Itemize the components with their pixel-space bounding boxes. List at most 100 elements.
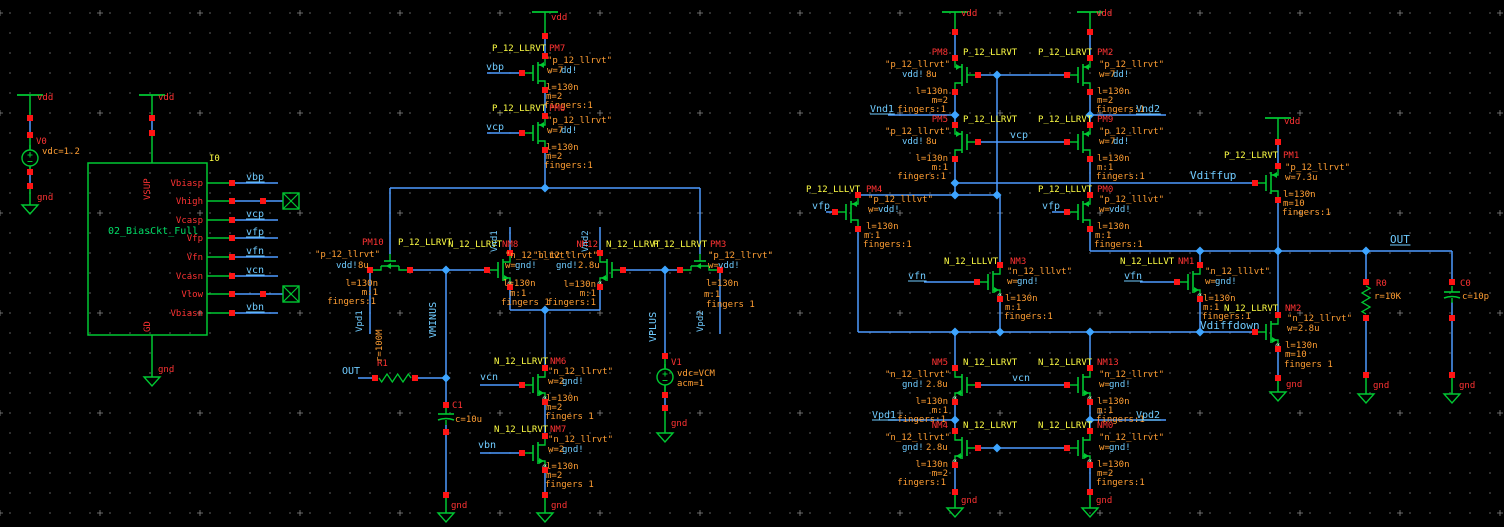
label-vcn[interactable]: vcn: [1012, 373, 1030, 384]
transistor-NM3[interactable]: ø: [974, 262, 1003, 302]
transistor-PM2[interactable]: [1064, 55, 1093, 95]
label-vbiasn[interactable]: Vbiasn: [170, 309, 203, 319]
junction-dot[interactable]: [950, 110, 960, 120]
transistor-NM6[interactable]: ø: [519, 365, 548, 405]
label-n-12-llrvt[interactable]: N_12_LLRVT: [963, 358, 1018, 368]
pin[interactable]: [149, 115, 155, 121]
label-vfp[interactable]: vfp: [246, 227, 264, 238]
transistor-NM8[interactable]: ø: [484, 250, 513, 290]
transistor-NM5[interactable]: ø: [952, 365, 981, 405]
label-vplus[interactable]: VPLUS: [648, 312, 659, 342]
label-r0[interactable]: R0: [1376, 279, 1387, 289]
label-vdd[interactable]: vdd!: [902, 137, 924, 147]
label-out[interactable]: OUT: [342, 366, 360, 377]
label-pm4[interactable]: PM4: [866, 185, 882, 195]
pin[interactable]: [412, 375, 418, 381]
pin[interactable]: [443, 402, 449, 408]
label-gnd[interactable]: gnd: [961, 496, 977, 506]
label-gnd[interactable]: gnd: [1373, 381, 1389, 391]
label-gd[interactable]: GD: [143, 321, 153, 332]
pin[interactable]: [542, 33, 548, 39]
label-gnd[interactable]: gnd!: [1109, 380, 1131, 390]
capacitor-C0[interactable]: [1443, 286, 1461, 303]
pin[interactable]: [662, 405, 668, 411]
label-vfp[interactable]: vfp: [812, 201, 830, 212]
label-vdd[interactable]: vdd!: [1109, 205, 1131, 215]
label-i0[interactable]: I0: [209, 154, 220, 164]
label-vdd[interactable]: vdd!: [336, 261, 358, 271]
label-vcp[interactable]: vcp: [486, 122, 504, 133]
junction-dot[interactable]: [1195, 327, 1205, 337]
label-pm9[interactable]: PM9: [1097, 115, 1113, 125]
label-pm3[interactable]: PM3: [710, 240, 726, 250]
junction-dot[interactable]: [992, 190, 1002, 200]
label-dd[interactable]: dd!: [561, 126, 577, 136]
pin[interactable]: [1275, 375, 1281, 381]
pin[interactable]: [1363, 315, 1369, 321]
junction-dot[interactable]: [950, 178, 960, 188]
bias-block-symbol[interactable]: [87, 162, 208, 336]
label-gnd[interactable]: gnd: [158, 365, 174, 375]
label-nm3[interactable]: NM3: [1010, 257, 1026, 267]
label-vpd1[interactable]: Vpd1: [872, 410, 896, 421]
junction-dot[interactable]: [1361, 246, 1371, 256]
label-n-12-llrvt[interactable]: N_12_LLRVT: [963, 421, 1018, 431]
label-vcasn[interactable]: Vcasn: [176, 272, 203, 282]
pin[interactable]: [260, 198, 266, 204]
junction-dot[interactable]: [1273, 246, 1283, 256]
label-gnd[interactable]: gnd: [1096, 496, 1112, 506]
label-vnd2[interactable]: Vnd2: [1136, 104, 1160, 115]
label-vsup[interactable]: VSUP: [143, 178, 153, 200]
pin[interactable]: [229, 180, 235, 186]
label-gnd[interactable]: gnd!: [562, 377, 584, 387]
label-gnd[interactable]: gnd!: [1109, 443, 1131, 453]
label-vfp[interactable]: Vfp: [187, 234, 203, 244]
junction-dot[interactable]: [660, 265, 670, 275]
transistor-PM8[interactable]: [952, 55, 981, 95]
transistor-NM4[interactable]: ø: [952, 428, 981, 468]
label-vdd[interactable]: vdd: [37, 93, 53, 103]
label-nm12[interactable]: NM12: [576, 240, 598, 250]
label-vcn[interactable]: vcn: [246, 265, 264, 276]
label-vbp[interactable]: vbp: [246, 172, 264, 183]
label-p-12-llrvt[interactable]: P_12_LLRVT: [653, 240, 708, 250]
label-n-12-llrvt[interactable]: N_12_LLRVT: [494, 357, 549, 367]
junction-dot[interactable]: [441, 373, 451, 383]
junction-dot[interactable]: [995, 327, 1005, 337]
label-gnd[interactable]: gnd!: [562, 445, 584, 455]
transistor-PM10[interactable]: [367, 254, 413, 273]
pin[interactable]: [229, 254, 235, 260]
junction-dot[interactable]: [950, 415, 960, 425]
label-nm5[interactable]: NM5: [932, 358, 948, 368]
transistor-PM4[interactable]: [832, 192, 861, 232]
label-pm5[interactable]: PM5: [932, 115, 948, 125]
label-pm7[interactable]: PM7: [549, 44, 565, 54]
transistor-NM1[interactable]: ø: [1174, 262, 1203, 302]
pin[interactable]: [1087, 489, 1093, 495]
transistor-NM2[interactable]: ø: [1252, 312, 1281, 352]
label-vdd[interactable]: vdd!: [718, 261, 740, 271]
label-v0[interactable]: V0: [36, 137, 47, 147]
label-nm13[interactable]: NM13: [1097, 358, 1119, 368]
pin[interactable]: [662, 392, 668, 398]
pin[interactable]: [1449, 315, 1455, 321]
label-gnd[interactable]: gnd: [37, 193, 53, 203]
noconn-symbol[interactable]: [282, 192, 300, 210]
transistor-NM13[interactable]: ø: [1064, 365, 1093, 405]
pin[interactable]: [229, 310, 235, 316]
label-pm8[interactable]: PM8: [932, 48, 948, 58]
junction-dot[interactable]: [441, 265, 451, 275]
label-vminus[interactable]: VMINUS: [428, 302, 439, 338]
junction-dot[interactable]: [540, 183, 550, 193]
label-nm1[interactable]: NM1: [1178, 257, 1194, 267]
pin[interactable]: [27, 183, 33, 189]
label-vfn[interactable]: Vfn: [187, 253, 203, 263]
pin[interactable]: [1087, 29, 1093, 35]
transistor-NM7[interactable]: ø: [519, 433, 548, 473]
label-nm4[interactable]: NM4: [932, 421, 948, 431]
pin[interactable]: [229, 291, 235, 297]
label-gnd[interactable]: gnd!: [556, 261, 578, 271]
label-p-12-llrvt[interactable]: P_12_LLRVT: [1224, 151, 1279, 161]
junction-dot[interactable]: [950, 190, 960, 200]
